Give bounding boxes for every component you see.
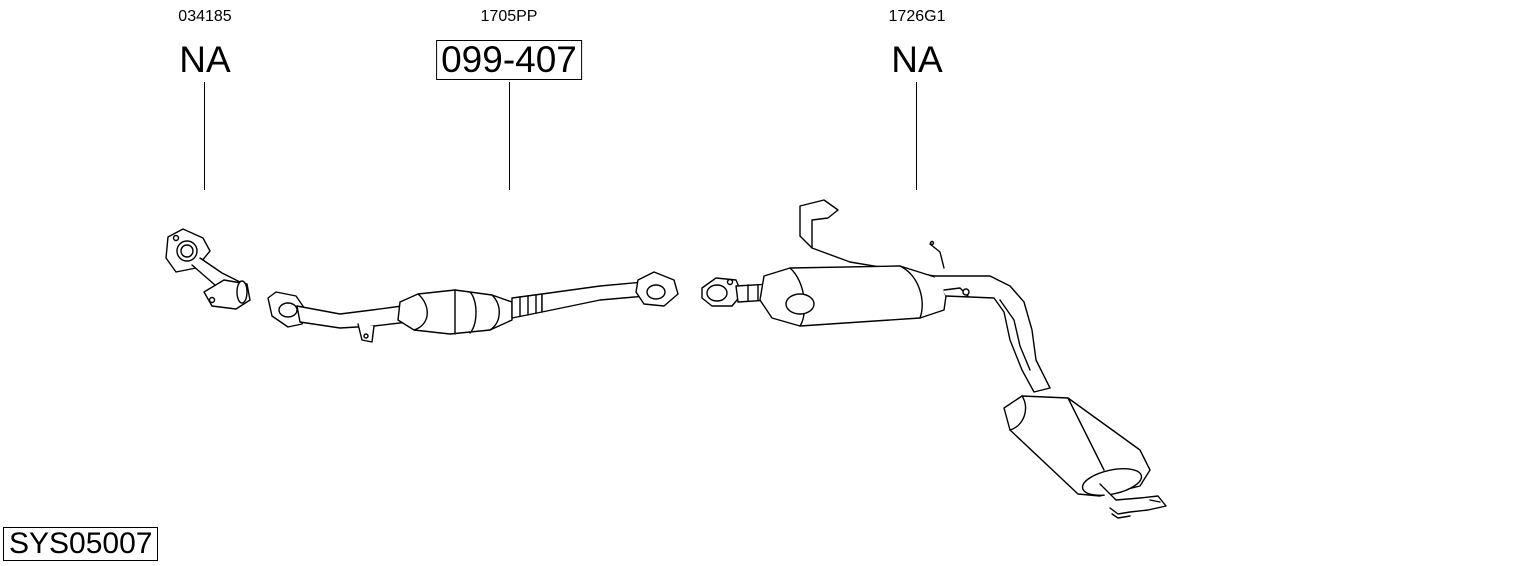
- leader-line-3: [916, 82, 917, 190]
- part-ref-034185: 034185: [178, 8, 232, 25]
- part-code-2[interactable]: 099-407: [436, 40, 582, 80]
- leader-line-1: [204, 82, 205, 190]
- catalytic-converter-part[interactable]: [268, 272, 678, 342]
- leader-line-2: [509, 82, 510, 190]
- front-pipe-part[interactable]: [166, 229, 250, 309]
- part-ref-1705pp: 1705PP: [480, 8, 538, 25]
- silencer-part[interactable]: [702, 200, 1166, 518]
- system-code-box: SYS05007: [3, 527, 159, 561]
- part-code-3: NA: [891, 39, 943, 80]
- part-ref-1726g1: 1726G1: [888, 8, 946, 25]
- part-code-1: NA: [179, 39, 231, 80]
